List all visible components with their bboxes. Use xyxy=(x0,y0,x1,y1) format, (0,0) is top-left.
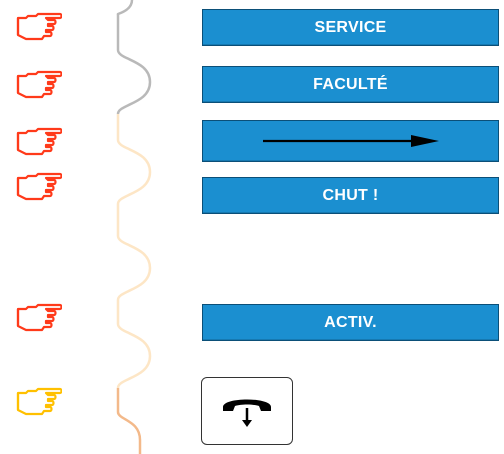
decorative-bracket xyxy=(116,0,152,454)
arrow-right-icon xyxy=(262,135,439,147)
faculte-button-label: FACULTÉ xyxy=(313,75,388,93)
chut-button[interactable]: CHUT ! xyxy=(202,177,499,214)
pointing-hand-icon xyxy=(16,12,62,42)
arrow-button[interactable] xyxy=(202,120,499,162)
chut-button-label: CHUT ! xyxy=(322,186,379,204)
pointing-hand-icon xyxy=(16,70,62,100)
service-button[interactable]: SERVICE xyxy=(202,9,499,46)
hang-up-handset-icon xyxy=(223,399,271,427)
hang-up-button[interactable] xyxy=(201,377,293,445)
faculte-button[interactable]: FACULTÉ xyxy=(202,66,499,103)
activ-button[interactable]: ACTIV. xyxy=(202,304,499,341)
pointing-hand-icon xyxy=(16,387,62,417)
pointing-hand-icon xyxy=(16,172,62,202)
pointing-hand-icon xyxy=(16,303,62,333)
service-button-label: SERVICE xyxy=(314,18,387,36)
activ-button-label: ACTIV. xyxy=(324,313,377,331)
pointing-hand-icon xyxy=(16,127,62,157)
